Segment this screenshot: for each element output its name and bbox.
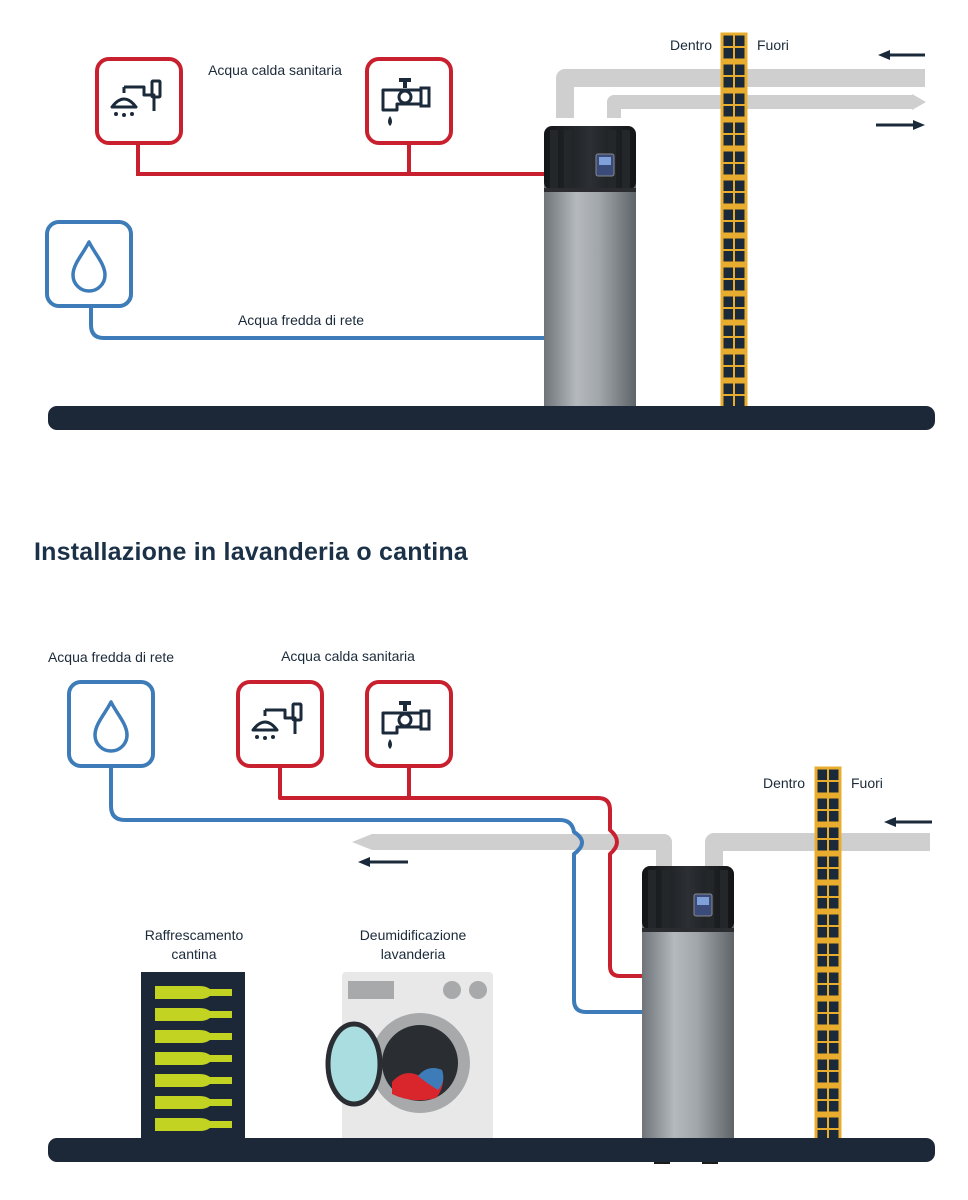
top-label-outside: Fuori [757, 37, 789, 53]
arrow-left-icon [878, 50, 925, 60]
label-laundry-line1: Deumidificazione [360, 927, 467, 943]
washing-machine-icon [325, 972, 493, 1142]
wine-rack-icon [141, 972, 245, 1140]
bottom-shower-box [236, 680, 324, 768]
arrow-left-icon [884, 817, 932, 827]
top-label-inside: Dentro [670, 37, 712, 53]
bottom-wall-icon [814, 766, 842, 1144]
top-label-cold-water: Acqua fredda di rete [238, 312, 364, 328]
top-cold-water-pipe [89, 305, 546, 340]
section-title: Installazione in lavanderia o cantina [34, 538, 468, 566]
top-shower-box [95, 57, 183, 145]
bottom-floor [48, 1138, 935, 1162]
top-faucet-box [365, 57, 453, 145]
bottom-air-duct-exhaust [372, 834, 672, 880]
top-floor [48, 406, 935, 430]
arrow-left-icon [358, 857, 408, 867]
top-air-duct-exhaust [607, 95, 912, 118]
label-cellar-line2: cantina [171, 946, 216, 962]
bottom-label-hot-water: Acqua calda sanitaria [281, 648, 415, 664]
bottom-cold-water-pipe [109, 766, 644, 1014]
arrow-right-icon [876, 120, 925, 130]
bottom-hot-water-pipe [278, 766, 644, 978]
bottom-faucet-box [365, 680, 453, 768]
top-air-duct-intake [556, 69, 925, 118]
bottom-label-outside: Fuori [851, 775, 883, 791]
bottom-label-inside: Dentro [763, 775, 805, 791]
bottom-label-cold-water: Acqua fredda di rete [48, 649, 174, 665]
bottom-cold-water-box [67, 680, 155, 768]
label-laundry-line2: lavanderia [381, 946, 446, 962]
top-hot-water-pipe [136, 140, 546, 176]
bottom-heat-pump [641, 865, 735, 1165]
top-label-hot-water: Acqua calda sanitaria [208, 62, 342, 78]
top-wall-icon [720, 32, 748, 410]
top-heat-pump [543, 125, 637, 425]
label-cellar-line1: Raffrescamento [145, 927, 244, 943]
top-cold-water-box [45, 220, 133, 308]
